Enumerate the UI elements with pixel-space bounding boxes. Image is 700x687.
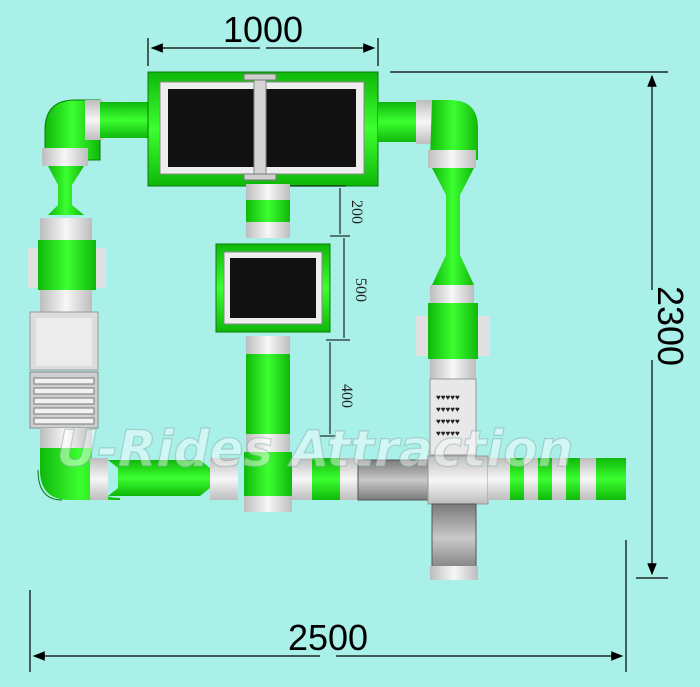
bottom-assembly bbox=[292, 455, 626, 580]
svg-text:♥♥♥♥♥: ♥♥♥♥♥ bbox=[436, 429, 460, 438]
dim-width-bottom: 2500 bbox=[288, 617, 368, 658]
dim-gap-2: 400 bbox=[338, 384, 355, 408]
center-column bbox=[215, 184, 331, 512]
dim-width-top: 1000 bbox=[223, 9, 303, 50]
watermark-text: U-Rides Attraction bbox=[57, 420, 574, 478]
svg-text:♥♥♥♥♥: ♥♥♥♥♥ bbox=[436, 417, 460, 426]
dimension-bottom bbox=[29, 540, 627, 672]
dim-gap-1: 200 bbox=[348, 200, 365, 224]
svg-text:♥♥♥♥♥: ♥♥♥♥♥ bbox=[436, 393, 460, 402]
top-platform bbox=[147, 71, 379, 187]
dimension-right bbox=[390, 71, 668, 579]
left-tube bbox=[28, 99, 238, 501]
right-tube: ♥♥♥♥♥ ♥♥♥♥♥ ♥♥♥♥♥ ♥♥♥♥♥ bbox=[378, 100, 490, 456]
dimension-center bbox=[290, 185, 350, 437]
dim-platform-height: 500 bbox=[352, 278, 369, 302]
dim-height-right: 2300 bbox=[650, 286, 691, 366]
svg-text:♥♥♥♥♥: ♥♥♥♥♥ bbox=[436, 405, 460, 414]
dimension-top bbox=[147, 38, 379, 66]
